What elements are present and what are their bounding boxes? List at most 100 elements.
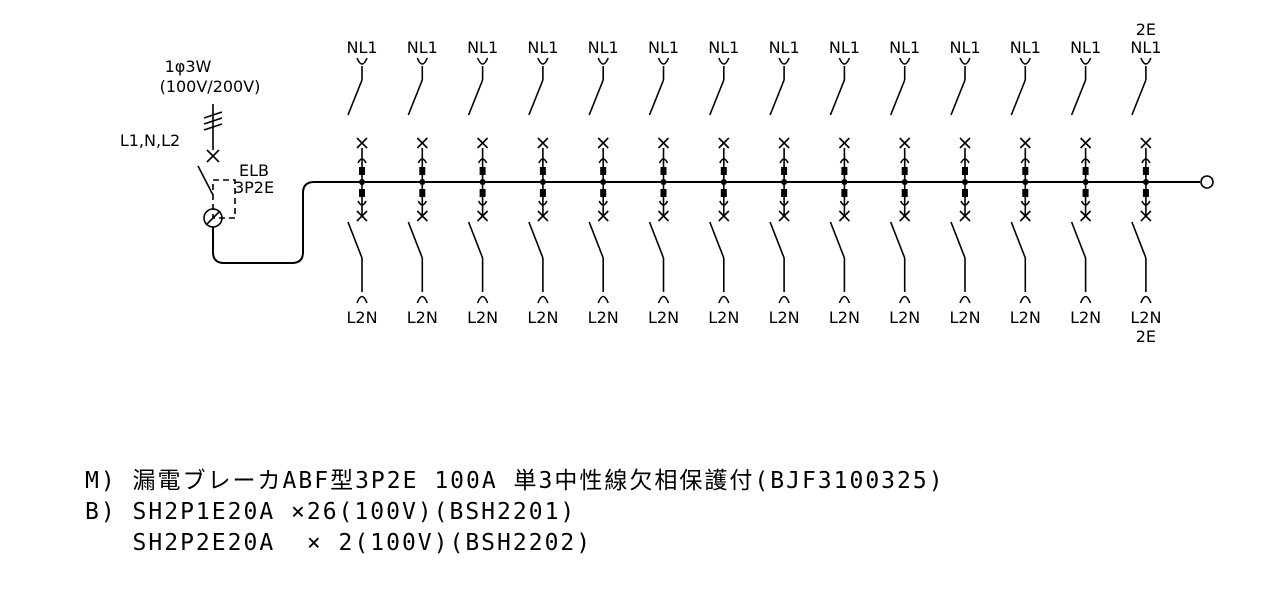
branch-bottom-label: L2N bbox=[1130, 308, 1161, 327]
top-contact bbox=[1019, 137, 1031, 149]
bottom-contact bbox=[1140, 210, 1152, 222]
incoming-feed-symbol bbox=[203, 104, 223, 163]
bottom-contact bbox=[537, 210, 549, 222]
tap-block bbox=[1142, 189, 1149, 197]
bottom-switch-blade bbox=[709, 221, 725, 259]
top-contact bbox=[838, 137, 850, 149]
tap-block bbox=[781, 189, 788, 197]
branch-top-label: NL1 bbox=[527, 38, 558, 57]
bottom-contact bbox=[1080, 210, 1092, 222]
top-contact bbox=[657, 137, 670, 149]
bottom-cup bbox=[1020, 200, 1031, 206]
top-switch-blade bbox=[1070, 79, 1087, 116]
bottom-terminal bbox=[1140, 295, 1152, 304]
bottom-contact bbox=[899, 210, 911, 222]
tap-block bbox=[359, 189, 365, 197]
bottom-terminal bbox=[537, 295, 549, 304]
supply-phase-label: 1φ3W bbox=[165, 57, 212, 76]
bottom-terminal bbox=[959, 295, 971, 304]
tap-block bbox=[1082, 189, 1089, 197]
bottom-switch-blade bbox=[648, 221, 665, 259]
bus-tap-dot bbox=[600, 179, 607, 185]
branch-top-label: NL1 bbox=[889, 38, 920, 57]
bottom-switch-blade bbox=[829, 221, 846, 259]
tap-block bbox=[841, 167, 848, 175]
top-switch-blade bbox=[709, 79, 725, 116]
top-terminal bbox=[959, 57, 971, 65]
branch-bottom-label: L2N bbox=[648, 308, 679, 327]
tap-block bbox=[539, 167, 546, 175]
top-contact bbox=[959, 137, 971, 149]
top-switch-blade bbox=[528, 79, 544, 116]
supply-voltage-label: (100V/200V) bbox=[160, 77, 261, 96]
branch-bottom-label: L2N bbox=[467, 308, 498, 327]
top-switch-blade bbox=[1010, 79, 1027, 116]
bottom-switch-blade bbox=[889, 221, 906, 259]
top-contact bbox=[718, 137, 730, 149]
tap-block bbox=[359, 167, 365, 175]
top-switch-blade bbox=[407, 79, 424, 116]
tap-block bbox=[539, 189, 546, 197]
top-terminal bbox=[778, 57, 790, 65]
bottom-switch-blade bbox=[1010, 221, 1027, 259]
top-switch-blade bbox=[588, 79, 604, 116]
bottom-contact bbox=[477, 210, 489, 222]
branch-top-label: NL1 bbox=[346, 38, 377, 57]
bottom-terminal bbox=[778, 295, 790, 304]
bottom-cup bbox=[1080, 200, 1091, 206]
tap-block bbox=[901, 167, 908, 175]
top-switch-blade bbox=[467, 79, 484, 116]
top-terminal bbox=[718, 57, 730, 65]
bottom-contact bbox=[778, 210, 790, 222]
branch-bottom-label: L2N bbox=[527, 308, 558, 327]
top-switch-blade bbox=[648, 79, 665, 116]
bottom-terminal bbox=[1019, 295, 1032, 304]
bus-tap-dot bbox=[1142, 179, 1149, 185]
tap-block bbox=[720, 167, 727, 175]
branch-bottom-label: L2N bbox=[1070, 308, 1101, 327]
branch-top-label: NL1 bbox=[1070, 38, 1101, 57]
bottom-cup bbox=[417, 200, 428, 206]
bus-tap-dot bbox=[359, 179, 365, 185]
tap-block bbox=[479, 189, 486, 197]
tap-block bbox=[901, 189, 908, 197]
branch-top-label: NL1 bbox=[1010, 38, 1041, 57]
top-terminal bbox=[537, 57, 549, 65]
bottom-switch-blade bbox=[467, 221, 484, 259]
top-terminal bbox=[838, 57, 851, 65]
bottom-contact bbox=[718, 210, 730, 222]
top-contact bbox=[1080, 137, 1092, 149]
bus-tap-dot bbox=[720, 179, 727, 185]
top-contact bbox=[1140, 137, 1152, 149]
branch-bottom-label: L2N bbox=[346, 308, 377, 327]
branch-bottom-label: L2N bbox=[949, 308, 980, 327]
bottom-cup bbox=[357, 200, 367, 206]
top-terminal bbox=[597, 57, 609, 65]
bottom-switch-blade bbox=[769, 221, 785, 259]
bottom-cup bbox=[719, 200, 729, 206]
bus-tap-dot bbox=[781, 179, 788, 185]
tap-block bbox=[419, 189, 426, 197]
branch-bottom-label: L2N bbox=[588, 308, 619, 327]
bottom-contact bbox=[657, 210, 670, 222]
top-terminal bbox=[1140, 57, 1152, 65]
bottom-switch-blade bbox=[528, 221, 544, 259]
branch-bottom-label: L2N bbox=[769, 308, 800, 327]
bottom-terminal bbox=[597, 295, 609, 304]
branch-top-label: NL1 bbox=[708, 38, 739, 57]
top-switch-blade bbox=[1131, 79, 1147, 116]
branch-top-label: NL1 bbox=[467, 38, 498, 57]
bottom-cup bbox=[538, 200, 548, 206]
bottom-cup bbox=[779, 200, 789, 206]
branch-extra-bottom-label: 2E bbox=[1136, 327, 1156, 346]
top-terminal bbox=[1019, 57, 1032, 65]
branch-top-label: NL1 bbox=[829, 38, 860, 57]
top-terminal bbox=[476, 57, 489, 65]
bottom-contact bbox=[959, 210, 971, 222]
